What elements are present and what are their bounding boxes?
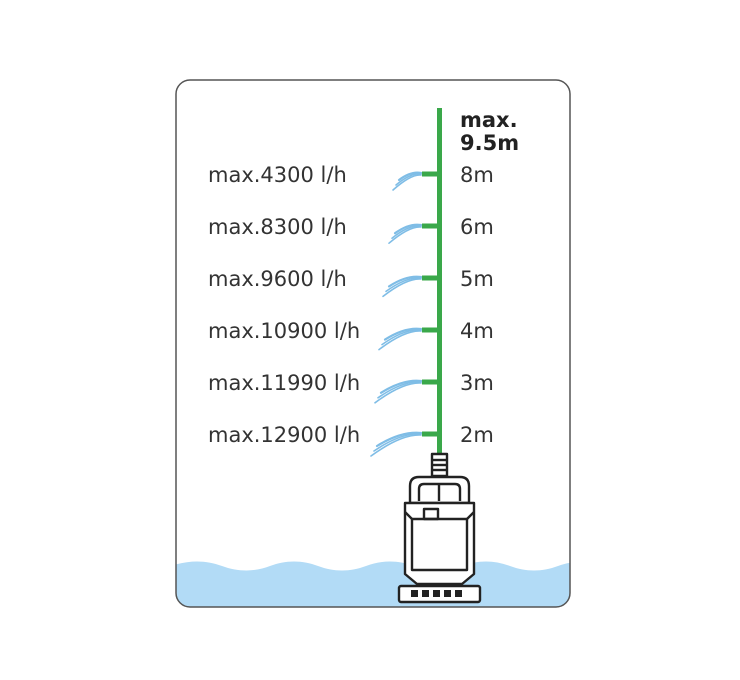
level-row: max.12900 l/h 2m — [208, 423, 494, 457]
head-height-label: 4m — [460, 319, 494, 343]
head-height-label: 5m — [460, 267, 494, 291]
water-spray-icon — [388, 223, 423, 244]
level-tick — [422, 275, 438, 281]
level-tick — [422, 379, 438, 385]
head-height-label: 3m — [460, 371, 494, 395]
flow-rate-label: max.4300 l/h — [208, 163, 347, 187]
max-head-label-line2: 9.5m — [460, 131, 519, 155]
level-row: max.4300 l/h 8m — [208, 163, 494, 191]
level-row: max.8300 l/h 6m — [208, 215, 494, 244]
submersible-pump-icon — [397, 452, 482, 604]
level-tick — [422, 327, 438, 333]
water-area — [176, 561, 570, 607]
head-height-label: 2m — [460, 423, 494, 447]
frame-background — [176, 80, 570, 607]
water-spray-icon — [378, 327, 423, 351]
level-row: max.9600 l/h 5m — [208, 267, 494, 298]
flow-rate-label: max.11990 l/h — [208, 371, 360, 395]
frame-border — [175, 79, 571, 608]
head-height-label: 6m — [460, 215, 494, 239]
level-tick — [422, 223, 438, 229]
level-tick — [422, 171, 438, 177]
level-row: max.10900 l/h 4m — [208, 319, 494, 351]
water-spray-icon — [392, 171, 423, 191]
level-rows: max.4300 l/h 8m max.8300 l/h 6m max.9600 l/h… — [208, 163, 494, 457]
flow-rate-label: max.8300 l/h — [208, 215, 347, 239]
head-height-label: 8m — [460, 163, 494, 187]
flow-rate-label: max.12900 l/h — [208, 423, 360, 447]
water-spray-icon — [382, 275, 423, 298]
level-row: max.11990 l/h 3m — [208, 371, 494, 404]
water-spray-icon — [370, 431, 423, 457]
level-tick — [422, 431, 438, 437]
flow-rate-label: max.9600 l/h — [208, 267, 347, 291]
water-spray-icon — [374, 379, 423, 404]
height-pole — [437, 108, 442, 456]
flow-rate-label: max.10900 l/h — [208, 319, 360, 343]
max-head-label-line1: max. — [460, 108, 518, 132]
